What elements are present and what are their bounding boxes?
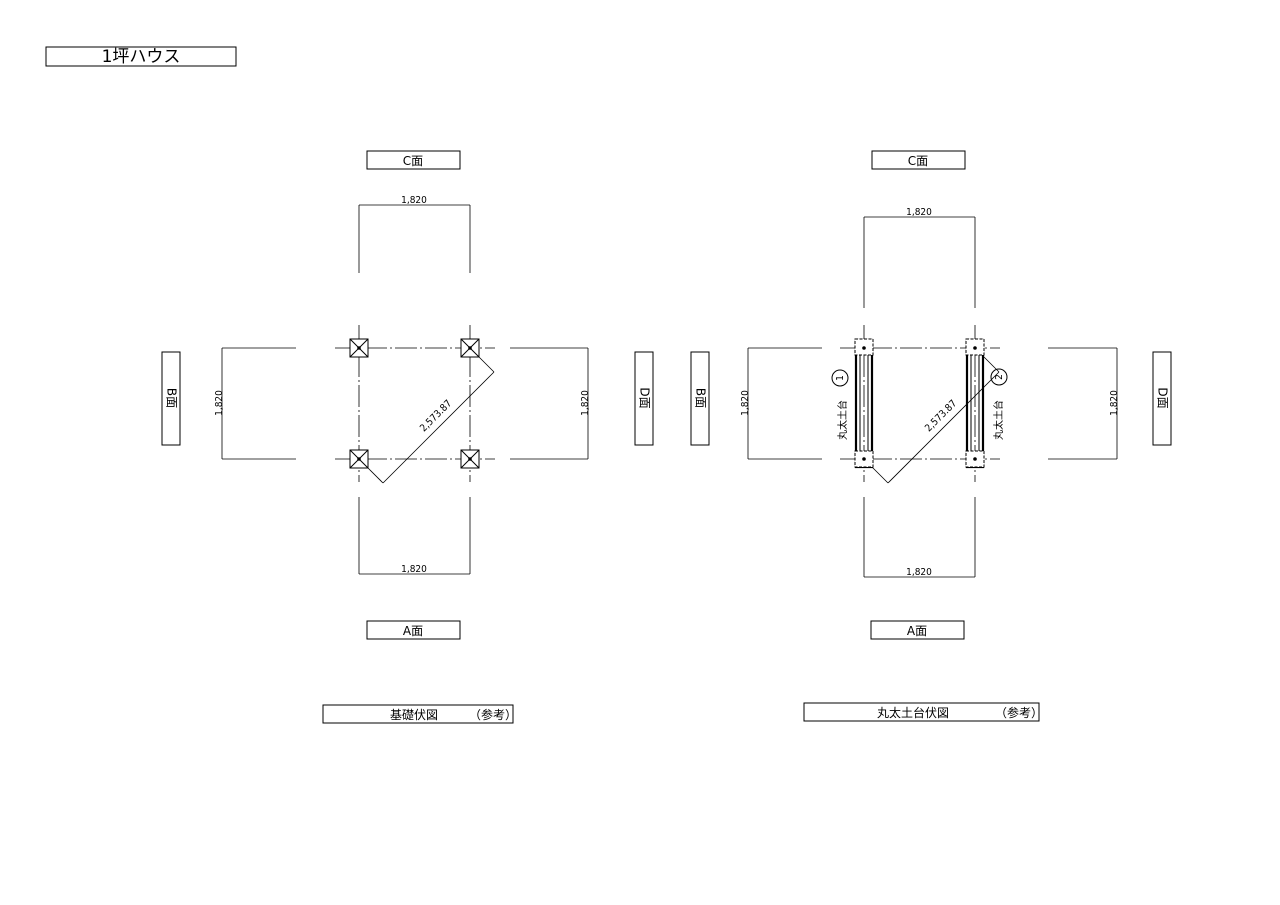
face-label-bottom: A面: [870, 620, 965, 640]
dimension-text: 1,820: [214, 390, 225, 416]
dimension-text: 1,820: [401, 195, 427, 206]
dimension-right: 1,820: [510, 347, 591, 460]
dimension-top: 1,820: [863, 207, 976, 308]
log-sill-plan: C面 A面 B面 D面 1,820 1,820: [690, 150, 1172, 722]
face-label-right: D面: [634, 351, 654, 446]
caption-text: 丸太土台伏図: [877, 705, 949, 720]
diagonal-text: 2,573.87: [418, 398, 454, 434]
marker-text: 2: [994, 374, 1005, 380]
title-block: 1坪ハウス: [45, 46, 237, 67]
sill-label-left: 丸太土台: [836, 400, 849, 440]
diagonal-text: 2,573.87: [923, 398, 959, 434]
marker-1: 1: [831, 369, 849, 387]
face-label-top: C面: [871, 150, 966, 170]
dimension-bottom: 1,820: [863, 497, 976, 578]
dimension-bottom: 1,820: [358, 497, 471, 575]
face-label-text: D面: [638, 387, 652, 408]
foundation-block: [349, 449, 369, 469]
dimension-right: 1,820: [1048, 347, 1120, 460]
dimension-text: 1,820: [740, 390, 751, 416]
foundation-block: [460, 449, 480, 469]
foundation-block: [460, 338, 480, 358]
face-label-text: B面: [165, 388, 179, 408]
face-label-left: B面: [690, 351, 710, 446]
face-label-top: C面: [366, 150, 461, 170]
sill-label-right: 丸太土台: [992, 400, 1005, 440]
face-label-text: A面: [907, 624, 927, 638]
marker-text: 1: [835, 375, 846, 381]
dimension-text: 1,820: [1109, 390, 1120, 416]
foundation-block: [349, 338, 369, 358]
face-label-text: D面: [1156, 387, 1170, 408]
plan-caption: 丸太土台伏図 （参考）: [803, 702, 1043, 722]
title-frame: [45, 46, 237, 67]
caption-note: （参考）: [469, 707, 517, 722]
face-label-text: C面: [908, 154, 928, 168]
face-label-bottom: A面: [366, 620, 461, 640]
face-label-left: B面: [161, 351, 181, 446]
foundation-plan: C面 A面 B面 D面 1,820 1,820: [161, 150, 654, 724]
dimension-text: 1,820: [580, 390, 591, 416]
drawing-title: 1坪ハウス: [102, 47, 181, 67]
dimension-left: 1,820: [214, 347, 296, 460]
log-sill-left: [854, 338, 874, 469]
caption-note: （参考）: [995, 705, 1043, 720]
face-label-right: D面: [1152, 351, 1172, 446]
dimension-top: 1,820: [358, 195, 471, 273]
dimension-text: 1,820: [401, 564, 427, 575]
marker-2: 2: [990, 368, 1008, 386]
face-label-text: A面: [403, 624, 423, 638]
dimension-left: 1,820: [740, 347, 822, 460]
plan-caption: 基礎伏図 （参考）: [322, 704, 517, 724]
caption-text: 基礎伏図: [390, 708, 438, 722]
face-label-text: C面: [403, 154, 423, 168]
dimension-text: 1,820: [906, 567, 932, 578]
face-label-text: B面: [694, 388, 708, 408]
log-sill-right: [965, 338, 985, 469]
dimension-text: 1,820: [906, 207, 932, 218]
